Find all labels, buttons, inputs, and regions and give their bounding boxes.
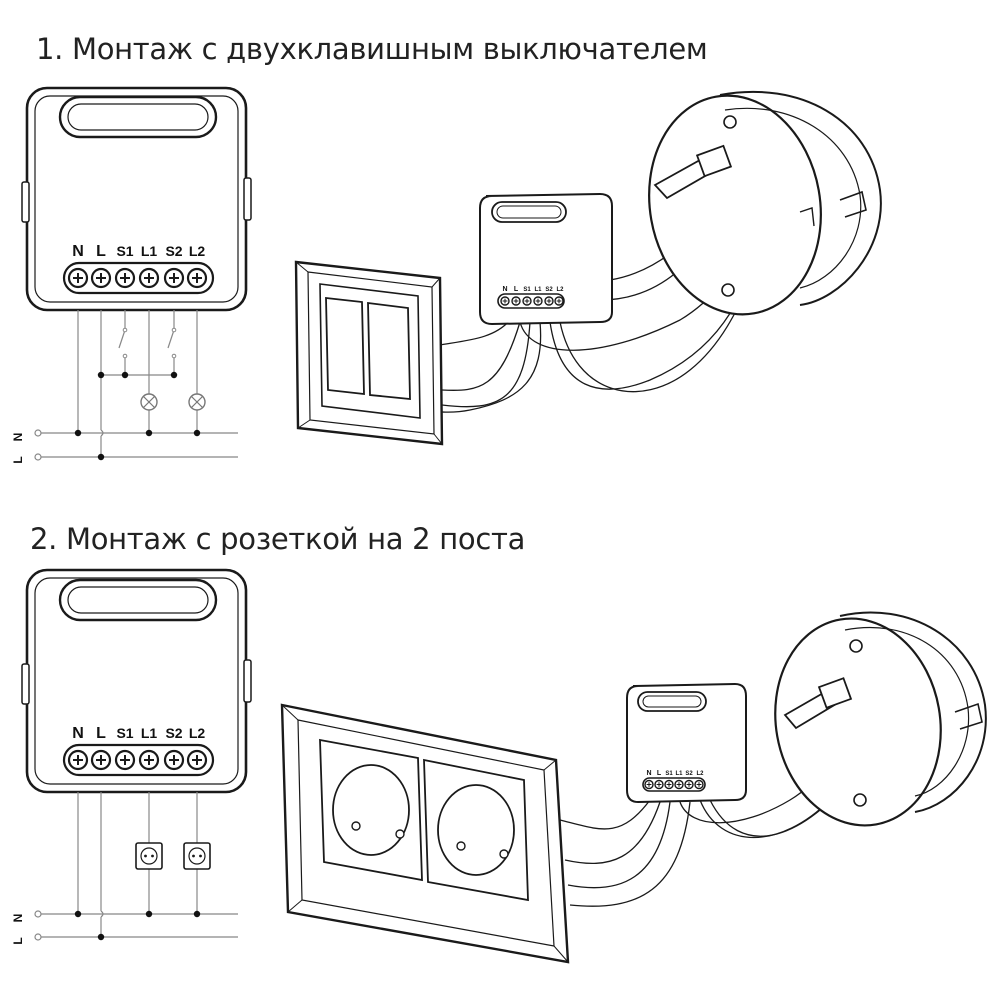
double-socket-illustration (280, 703, 570, 964)
terminal-labels-2: N L S1 L1 S2 L2 (72, 725, 205, 742)
line-label-l-1: L (11, 456, 25, 463)
junction-box-illustration-1 (648, 90, 882, 316)
svg-text:S2: S2 (165, 725, 182, 741)
svg-text:L2: L2 (556, 287, 564, 293)
terminal-labels-mini-1: N L S1 L1 S2 L2 (502, 286, 564, 293)
terminal-label-l1: L1 (141, 243, 158, 259)
svg-text:L2: L2 (189, 725, 206, 741)
socket-symbol-icon-2 (183, 842, 211, 870)
svg-text:L: L (514, 286, 519, 293)
svg-text:L2: L2 (696, 771, 704, 777)
terminal-labels-1: N L S1 L1 S2 L2 (72, 243, 205, 260)
terminal-label-n: N (72, 243, 84, 260)
relay-module-illustration-1 (479, 192, 613, 326)
svg-text:S1: S1 (116, 725, 133, 741)
terminal-label-l: L (96, 243, 106, 260)
svg-text:S1: S1 (523, 287, 531, 293)
wiring-schematic-1 (38, 310, 238, 458)
line-label-n-1: N (11, 433, 25, 442)
terminal-label-s1: S1 (116, 243, 133, 259)
svg-text:N: N (646, 770, 651, 777)
svg-text:L: L (96, 725, 106, 742)
svg-text:L1: L1 (141, 725, 158, 741)
section-1-title: 1. Монтаж с двухклавишным выключателем (36, 32, 708, 66)
svg-text:S2: S2 (545, 287, 553, 293)
line-label-l-2: L (11, 937, 25, 944)
socket-symbol-icon-1 (135, 842, 163, 870)
svg-text:N: N (502, 286, 507, 293)
terminal-labels-mini-2: N L S1 L1 S2 L2 (646, 770, 704, 777)
double-switch-illustration (294, 260, 444, 446)
svg-text:L1: L1 (675, 771, 683, 777)
svg-text:S1: S1 (665, 771, 673, 777)
terminal-label-s2: S2 (165, 243, 182, 259)
relay-module-illustration-2 (626, 682, 747, 804)
lamp-icon-2 (188, 393, 206, 411)
svg-text:S2: S2 (685, 771, 693, 777)
line-label-n-2: N (11, 914, 25, 923)
section-2-title: 2. Монтаж с розеткой на 2 поста (30, 522, 526, 556)
svg-text:L1: L1 (534, 287, 542, 293)
junction-box-illustration-2 (774, 611, 987, 827)
lamp-icon-1 (140, 393, 158, 411)
relay-module-schematic-2: N L S1 L1 S2 L2 (21, 568, 252, 794)
svg-text:N: N (72, 725, 84, 742)
terminal-label-l2: L2 (189, 243, 206, 259)
wiring-schematic-2 (38, 792, 238, 938)
svg-text:L: L (657, 770, 662, 777)
relay-module-schematic-1: N L S1 L1 S2 L2 (21, 86, 252, 312)
